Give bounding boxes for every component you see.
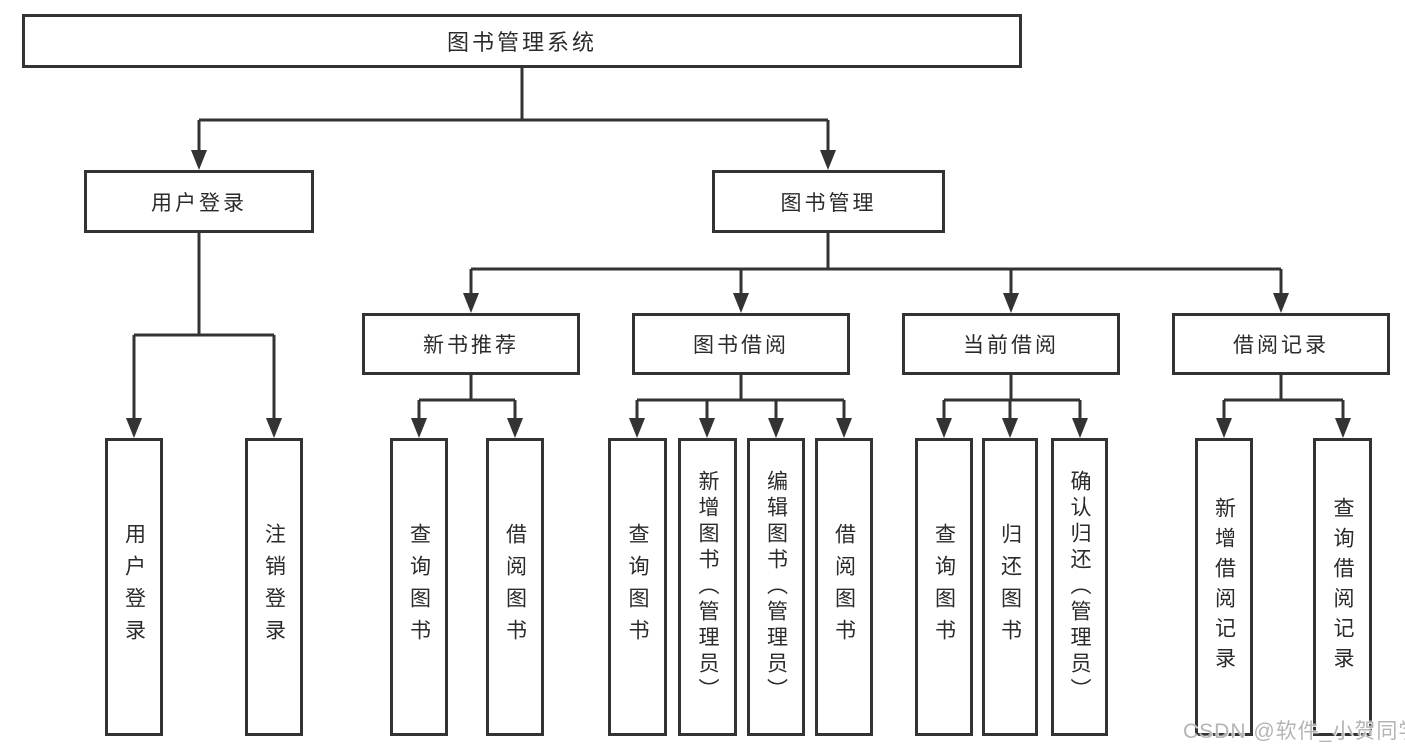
leaf-user-login: 用户登录 <box>105 438 163 736</box>
node-root: 图书管理系统 <box>22 14 1022 68</box>
node-user-login: 用户登录 <box>84 170 314 233</box>
leaf-records-add-record: 新增借阅记录 <box>1195 438 1253 736</box>
leaf-borrow-borrow-book: 借阅图书 <box>815 438 873 736</box>
arrowheads <box>126 150 1351 438</box>
connector-management-to-level3 <box>469 233 1283 295</box>
connector-current-to-leaves <box>942 375 1082 420</box>
leaf-borrow-edit-book-admin: 编辑图书（管理员） <box>747 438 805 736</box>
node-new-book-recommend: 新书推荐 <box>362 313 580 375</box>
node-book-management: 图书管理 <box>712 170 945 233</box>
connector-records-to-leaves <box>1222 375 1345 420</box>
leaf-recommend-query-book: 查询图书 <box>390 438 448 736</box>
node-borrow-records: 借阅记录 <box>1172 313 1390 375</box>
watermark: CSDN @软件_小贺同学 <box>1183 720 1405 743</box>
leaf-borrow-query-book: 查询图书 <box>608 438 667 736</box>
node-book-borrow: 图书借阅 <box>632 313 850 375</box>
connector-root-to-level2 <box>197 68 830 152</box>
leaf-current-query-book: 查询图书 <box>915 438 973 736</box>
node-current-borrow: 当前借阅 <box>902 313 1120 375</box>
leaf-records-query-record: 查询借阅记录 <box>1313 438 1372 736</box>
leaf-current-confirm-return-admin: 确认归还（管理员） <box>1051 438 1108 736</box>
leaf-logout: 注销登录 <box>245 438 303 736</box>
leaf-borrow-add-book-admin: 新增图书（管理员） <box>678 438 737 736</box>
leaf-current-return-book: 归还图书 <box>982 438 1038 736</box>
connector-login-to-leaves <box>132 233 276 420</box>
connector-recommend-to-leaves <box>417 375 517 420</box>
connector-paths <box>132 68 1345 420</box>
connector-borrow-to-leaves <box>635 375 846 420</box>
leaf-recommend-borrow-book: 借阅图书 <box>486 438 544 736</box>
